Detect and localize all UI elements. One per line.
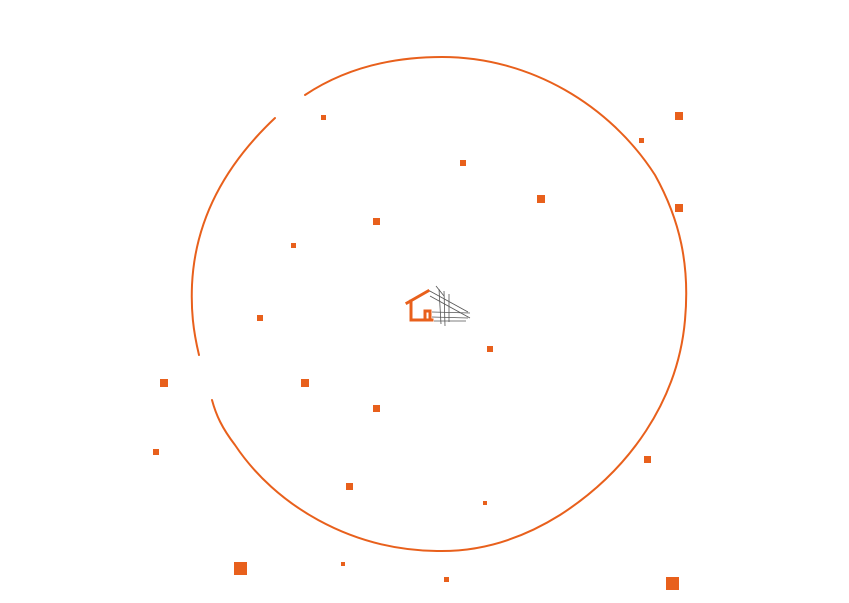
square-dot-icon <box>444 577 449 582</box>
square-dot-icon <box>153 449 159 455</box>
square-dot-icon <box>321 115 326 120</box>
scattered-dots <box>153 112 683 590</box>
square-dot-icon <box>675 112 683 120</box>
square-dot-icon <box>675 204 683 212</box>
square-dot-icon <box>537 195 545 203</box>
square-dot-icon <box>346 483 353 490</box>
square-dot-icon <box>341 562 345 566</box>
house-outline <box>404 288 434 322</box>
square-dot-icon <box>291 243 296 248</box>
loading-ring <box>190 55 688 553</box>
square-dot-icon <box>301 379 309 387</box>
square-dot-icon <box>639 138 644 143</box>
square-dot-icon <box>460 160 466 166</box>
loading-ring-main-arc <box>211 55 688 553</box>
square-dot-icon <box>483 501 487 505</box>
square-dot-icon <box>234 562 247 575</box>
square-dot-icon <box>160 379 168 387</box>
square-dot-icon <box>487 346 493 352</box>
loading-ring-left-arc <box>190 117 276 356</box>
square-dot-icon <box>666 577 679 590</box>
square-dot-icon <box>373 218 380 225</box>
house-sketch-icon <box>404 285 471 327</box>
square-dot-icon <box>257 315 263 321</box>
sketch-lines <box>427 285 471 327</box>
square-dot-icon <box>373 405 380 412</box>
square-dot-icon <box>644 456 651 463</box>
